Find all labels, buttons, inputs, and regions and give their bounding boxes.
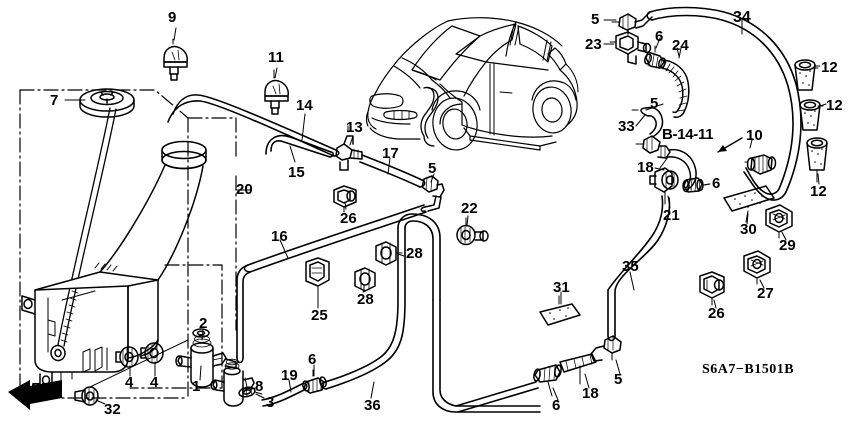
elbow-joint-5b — [611, 11, 653, 35]
callout-number-1: 1 — [192, 378, 201, 395]
callout-number-35: 35 — [622, 258, 639, 275]
vehicle-illustration — [365, 17, 579, 151]
washer-tube-34-lower — [743, 167, 787, 201]
callout-number-29: 29 — [779, 237, 796, 254]
tube-connector-6b — [644, 45, 666, 69]
protective-pad-31 — [539, 295, 581, 326]
tube-clamp-27 — [743, 250, 771, 285]
elbow-joint-5d — [590, 335, 622, 362]
tube-clamp-29 — [765, 204, 793, 239]
callout-number-18b: 18 — [582, 385, 599, 402]
washer-nozzle-11 — [264, 69, 289, 115]
callout-number-26a: 26 — [340, 210, 357, 227]
reservoir-cap-assembly — [50, 88, 135, 362]
callout-number-31: 31 — [553, 279, 570, 296]
callout-number-6d: 6 — [552, 397, 561, 414]
callout-number-5b: 5 — [591, 11, 600, 28]
washer-pump-motor — [175, 328, 237, 388]
callout-number-27: 27 — [757, 285, 774, 302]
callout-number-9: 9 — [168, 9, 177, 26]
tube-clip-12c — [806, 137, 828, 183]
reference-section-label: B-14-11 — [662, 126, 714, 143]
elbow-joint-5a — [420, 175, 445, 212]
tube-clip-12b — [799, 99, 827, 131]
callout-number-17: 17 — [382, 145, 399, 162]
callout-number-20: 20 — [236, 181, 253, 198]
callout-number-22: 22 — [461, 200, 478, 217]
washer-tube-36-upper — [397, 213, 441, 301]
washer-tube-36 — [320, 227, 406, 390]
washer-tube-bottom-link — [455, 381, 539, 413]
callout-number-10: 10 — [746, 127, 763, 144]
callout-number-4a: 4 — [125, 374, 134, 391]
callout-number-12a: 12 — [821, 59, 838, 76]
callout-number-13: 13 — [346, 119, 363, 136]
connector-joint-22 — [456, 217, 489, 246]
callout-number-12c: 12 — [810, 183, 827, 200]
tube-joint-sleeve-18b — [559, 353, 597, 385]
callout-number-24: 24 — [672, 37, 689, 54]
callout-number-34: 34 — [733, 9, 751, 26]
callout-number-25: 25 — [311, 307, 328, 324]
callout-number-32: 32 — [104, 401, 121, 418]
callout-number-4b: 4 — [150, 374, 159, 391]
callout-number-7: 7 — [50, 92, 59, 109]
washer-pump-secondary — [210, 358, 263, 407]
callout-number-18a: 18 — [637, 159, 654, 176]
callout-number-6b: 6 — [655, 28, 664, 45]
callout-number-5c: 5 — [650, 95, 659, 112]
washer-reservoir-tank — [21, 140, 207, 389]
hose-clip-26b — [699, 271, 725, 306]
rear-nozzle-grommet-21 — [649, 167, 679, 205]
washer-tube-34 — [646, 6, 802, 193]
washer-nozzle-9 — [163, 38, 188, 81]
mount-grommet-b — [140, 342, 164, 364]
callout-number-5d: 5 — [614, 371, 623, 388]
callout-number-26b: 26 — [708, 305, 725, 322]
tube-connector-6c — [682, 177, 710, 193]
washer-tube-15 — [265, 134, 334, 158]
callout-number-21: 21 — [663, 207, 680, 224]
washer-tube-36-bottom — [432, 299, 541, 413]
mounting-bolt — [74, 339, 189, 406]
callout-number-28b: 28 — [357, 291, 374, 308]
tube-clip-12a — [794, 59, 821, 91]
check-valve-10 — [717, 137, 777, 175]
washer-tube-16-lower — [236, 264, 251, 364]
callout-number-33: 33 — [618, 118, 635, 135]
tube-connector-6d — [533, 364, 562, 397]
fr-direction-arrow — [8, 380, 62, 410]
assembly-boundary-tank — [187, 117, 237, 331]
protective-pad-30 — [723, 185, 775, 223]
callout-number-6c: 6 — [712, 175, 721, 192]
washer-tube-14 — [167, 94, 340, 157]
washer-tube-35 — [607, 195, 671, 342]
hose-clip-26a — [333, 185, 357, 213]
tube-clamp-28b — [354, 267, 376, 293]
callout-number-12b: 12 — [826, 97, 843, 114]
callout-number-30: 30 — [740, 221, 757, 238]
part-number-code: S6A7−B1501B — [702, 362, 795, 377]
callout-number-8: 8 — [255, 378, 264, 395]
callout-number-36: 36 — [364, 397, 381, 414]
tube-clamp-28a — [375, 241, 403, 266]
callout-number-11: 11 — [268, 49, 284, 66]
assembly-boundary-pump — [129, 264, 223, 389]
fr-direction-label: FR. — [30, 381, 56, 398]
callout-number-6a: 6 — [308, 351, 317, 368]
callout-number-14: 14 — [296, 97, 313, 114]
callout-number-19: 19 — [281, 367, 298, 384]
callout-number-28a: 28 — [406, 245, 423, 262]
callout-number-15: 15 — [288, 164, 305, 181]
callout-number-3: 3 — [266, 394, 275, 411]
callout-number-5a: 5 — [428, 160, 437, 177]
elbow-joint-5c — [635, 135, 671, 159]
corrugated-tube-24 — [661, 47, 690, 118]
callout-number-23: 23 — [585, 36, 602, 53]
callout-leader-lines — [64, 19, 824, 405]
mount-grommet-a — [115, 346, 139, 368]
callout-number-16: 16 — [271, 228, 288, 245]
callout-number-2: 2 — [199, 315, 208, 332]
